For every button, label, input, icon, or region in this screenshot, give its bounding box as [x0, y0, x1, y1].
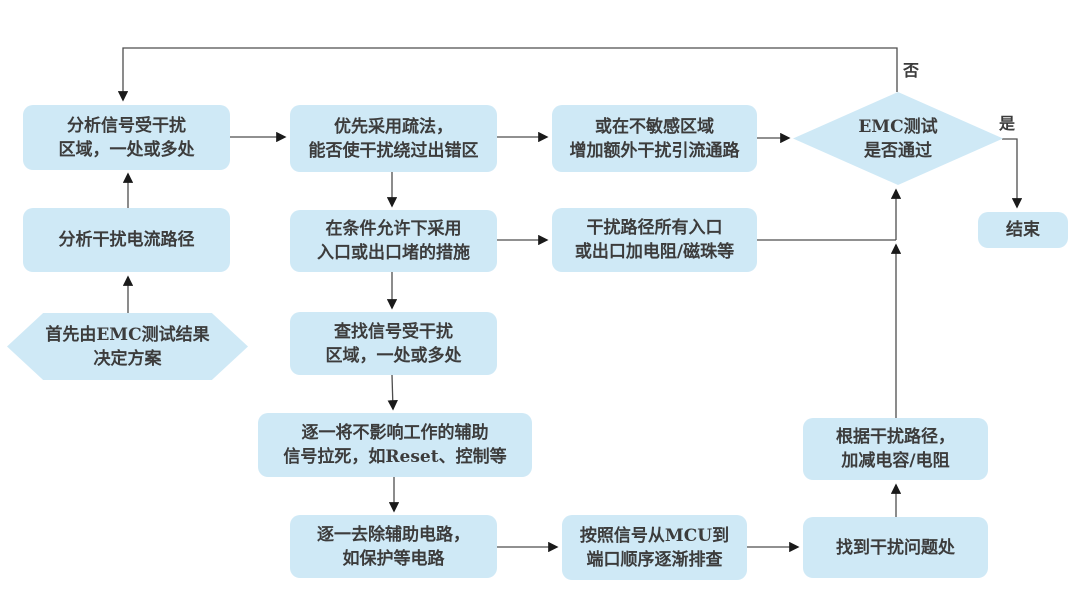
node-found-problem: 找到干扰问题处 — [803, 517, 988, 578]
node-find-disturbed-area: 查找信号受干扰 区域，一处或多处 — [290, 312, 497, 375]
node-blocking-measures-label: 在条件允许下采用 入口或出口堵的措施 — [317, 219, 470, 263]
edge-label-yes: 是 — [999, 114, 1016, 133]
node-remove-aux-circuits: 逐一去除辅助电路， 如保护等电路 — [290, 515, 497, 578]
node-add-resistor-bead: 干扰路径所有入口 或出口加电阻/磁珠等 — [552, 208, 757, 272]
connector-decision-yes-to-end — [1002, 138, 1023, 209]
node-check-signal-order: 按照信号从MCU到 端口顺序逐渐排查 — [562, 515, 747, 580]
node-end: 结束 — [978, 212, 1068, 248]
node-start-hexagon: 首先由EMC测试结果 决定方案 — [7, 313, 248, 380]
node-prefer-bypass-label: 优先采用疏法， 能否使干扰绕过出错区 — [308, 116, 479, 161]
connector-decision-no-loop — [117, 47, 898, 102]
node-adjust-rc-label: 根据干扰路径， 加减电容/电阻 — [836, 427, 955, 471]
node-add-resistor-bead-label: 干扰路径所有入口 或出口加电阻/磁珠等 — [574, 218, 735, 262]
node-add-drain-path: 或在不敏感区域 增加额外干扰引流通路 — [552, 105, 757, 172]
node-analyze-disturbed-area-label: 分析信号受干扰 区域，一处或多处 — [58, 115, 195, 160]
node-start-hexagon-label: 首先由EMC测试结果 决定方案 — [45, 324, 210, 369]
node-find-disturbed-area-label: 查找信号受干扰 区域，一处或多处 — [325, 321, 462, 366]
node-check-signal-order-label: 按照信号从MCU到 端口顺序逐渐排查 — [579, 525, 730, 570]
connector-find-area-to-pull-dead — [387, 374, 398, 411]
node-adjust-rc: 根据干扰路径， 加减电容/电阻 — [803, 418, 988, 480]
node-prefer-bypass: 优先采用疏法， 能否使干扰绕过出错区 — [290, 105, 497, 172]
node-blocking-measures: 在条件允许下采用 入口或出口堵的措施 — [290, 210, 497, 272]
node-remove-aux-circuits-label: 逐一去除辅助电路， 如保护等电路 — [317, 524, 470, 569]
edge-label-no: 否 — [903, 61, 920, 80]
node-decision-emc-pass-label: EMC测试 是否通过 — [858, 116, 938, 161]
node-pull-signals-dead: 逐一将不影响工作的辅助 信号拉死，如Reset、控制等 — [258, 413, 532, 477]
node-found-problem-label: 找到干扰问题处 — [836, 537, 955, 558]
node-end-label: 结束 — [1006, 220, 1040, 240]
node-analyze-current-path-label: 分析干扰电流路径 — [58, 230, 195, 250]
node-analyze-current-path: 分析干扰电流路径 — [23, 208, 230, 272]
node-analyze-disturbed-area: 分析信号受干扰 区域，一处或多处 — [23, 105, 230, 170]
node-pull-signals-dead-label: 逐一将不影响工作的辅助 信号拉死，如Reset、控制等 — [283, 423, 507, 467]
node-add-drain-path-label: 或在不敏感区域 增加额外干扰引流通路 — [569, 116, 740, 161]
